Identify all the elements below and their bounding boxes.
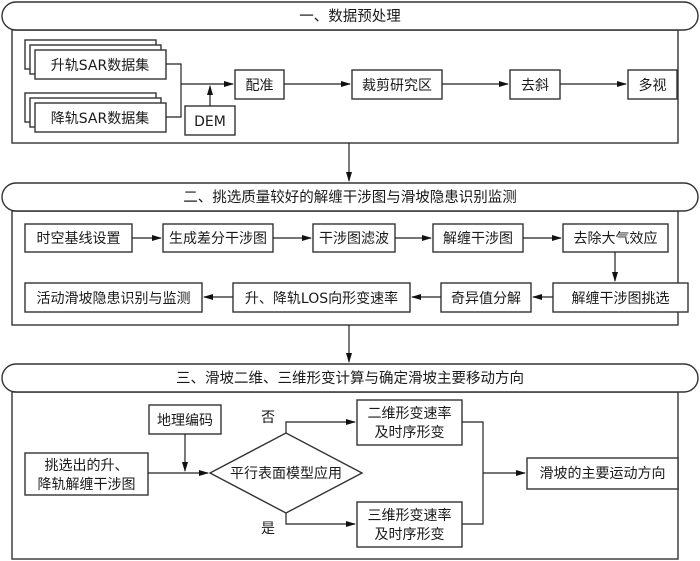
- monitor-label: 活动滑坡隐患识别与监测: [37, 290, 191, 307]
- section-1: 一、数据预处理 升轨SAR数据集 降轨SAR数据集 DEM 配准 裁剪研究区: [1, 1, 699, 144]
- section-2-title: 二、挑选质量较好的解缠干涉图与滑坡隐患识别监测: [183, 188, 517, 206]
- section-3: 三、滑坡二维、三维形变计算与确定滑坡主要移动方向 挑选出的升、 降轨解缠干涉图 …: [1, 363, 699, 560]
- dem-label: DEM: [194, 114, 226, 130]
- baseline-label: 时空基线设置: [37, 230, 121, 247]
- descending-sar-dataset: 降轨SAR数据集: [24, 92, 167, 133]
- atmosphere-label: 去除大气效应: [574, 230, 658, 247]
- yes-label: 是: [261, 521, 275, 537]
- baseline-box: [24, 223, 133, 253]
- decision-label: 平行表面模型应用: [230, 465, 342, 482]
- merge-connector: [166, 63, 182, 118]
- section-1-header: [1, 1, 699, 31]
- filter-label: 干涉图滤波: [319, 231, 389, 247]
- filter-box: [312, 223, 396, 253]
- ascending-sar-dataset: 升轨SAR数据集: [24, 39, 167, 80]
- multilook-box: [627, 69, 678, 100]
- select-label: 解缠干涉图挑选: [572, 290, 670, 307]
- arrow-no-branch: [285, 419, 356, 433]
- arrow-yes-branch: [285, 513, 356, 527]
- section-1-title: 一、数据预处理: [299, 8, 401, 25]
- input-label-line1: 挑选出的升、: [45, 458, 129, 474]
- no-label: 否: [261, 410, 275, 426]
- input-interferogram-box: [24, 452, 149, 496]
- decision-diamond: [208, 432, 364, 514]
- atmosphere-box: [562, 223, 669, 253]
- rate-2d-label-line1: 二维形变速率: [368, 405, 452, 422]
- unwrap-label: 解缠干涉图: [443, 230, 513, 247]
- direction-box: [526, 457, 679, 490]
- section-3-header: [1, 363, 699, 393]
- deramp-label: 去斜: [521, 78, 549, 94]
- svd-box: [440, 282, 532, 313]
- rate-2d-label-line2: 及时序形变: [375, 425, 445, 441]
- multilook-label: 多视: [639, 77, 667, 94]
- descending-sar-label: 降轨SAR数据集: [51, 110, 149, 127]
- coregistration-box: [234, 69, 285, 100]
- coregistration-label: 配准: [246, 78, 274, 94]
- merge-2d-3d-connector: [462, 421, 484, 525]
- crop-label: 裁剪研究区: [362, 78, 432, 94]
- los-rate-label: 升、降轨LOS向形变速率: [245, 290, 398, 307]
- unwrap-box: [432, 223, 524, 253]
- dem-box: [184, 105, 236, 136]
- deramp-box: [509, 69, 561, 100]
- section-2-header: [1, 182, 699, 212]
- geocode-label: 地理编码: [157, 413, 213, 429]
- direction-label: 滑坡的主要运动方向: [540, 465, 666, 482]
- section-2: 二、挑选质量较好的解缠干涉图与滑坡隐患识别监测 时空基线设置 生成差分干涉图 干…: [1, 182, 699, 326]
- input-label-line2: 降轨解缠干涉图: [38, 476, 136, 493]
- rate-3d-box: [356, 501, 463, 548]
- monitor-box: [24, 282, 203, 313]
- section-3-title: 三、滑坡二维、三维形变计算与确定滑坡主要移动方向: [176, 370, 524, 387]
- crop-box: [351, 69, 443, 100]
- geocode-box: [148, 404, 222, 435]
- svd-label: 奇异值分解: [451, 290, 521, 307]
- rate-3d-label-line1: 三维形变速率: [368, 507, 452, 524]
- diff-interferogram-label: 生成差分干涉图: [169, 231, 267, 247]
- rate-3d-label-line2: 及时序形变: [375, 527, 445, 543]
- ascending-sar-label: 升轨SAR数据集: [51, 57, 149, 74]
